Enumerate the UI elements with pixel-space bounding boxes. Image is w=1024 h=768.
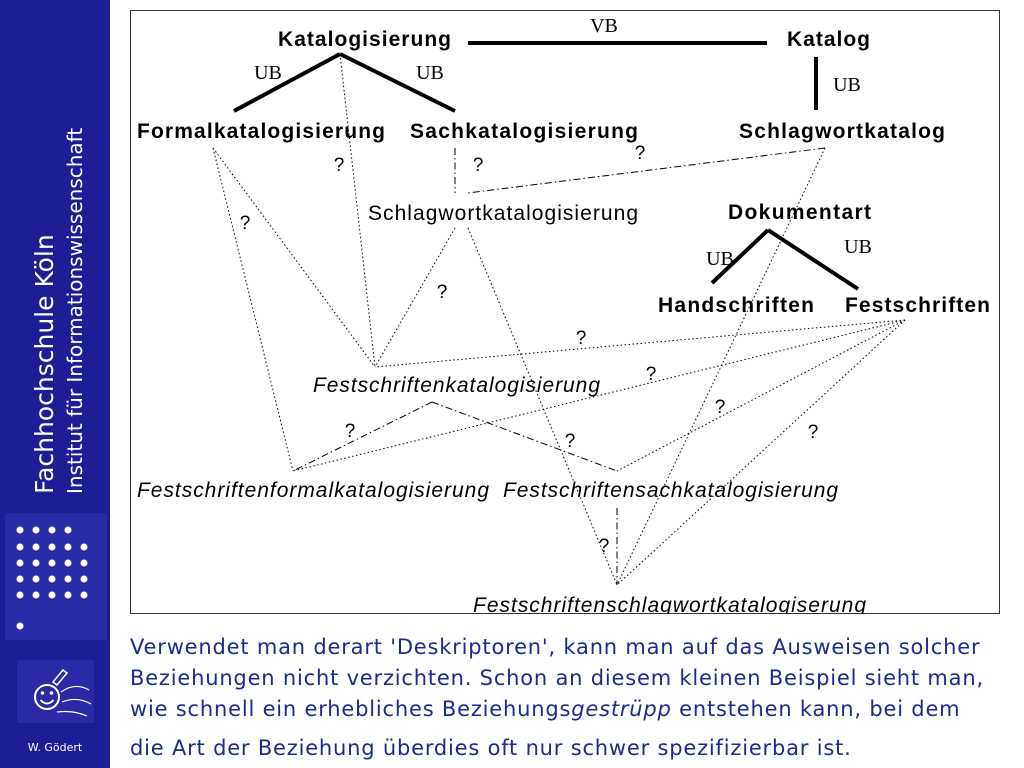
edge-unknown-formalkatalogisierung-festschriftenkatalogisierung — [212, 147, 376, 368]
node-festschriften: Festschriften — [845, 294, 990, 317]
relation-label-vb: VB — [590, 15, 618, 37]
caption-line: Beziehungen nicht verzichten. Schon an d… — [130, 666, 984, 690]
institute-name: Institut für Informationswissenschaft — [63, 127, 87, 494]
unknown-relation-mark: ? — [715, 397, 726, 418]
node-schlagwortkatalogisierung: Schlagwortkatalogisierung — [368, 202, 638, 225]
edge-unknown-schlagwortkatalog-schlagwortkatalogisierung — [467, 147, 826, 194]
diagram-canvas: Katalogisierung Katalog Formalkatalogisi… — [130, 10, 1000, 614]
unknown-relation-mark: ? — [345, 421, 356, 442]
relation-diagram: Katalogisierung Katalog Formalkatalogisi… — [130, 10, 1000, 614]
node-dokumentart: Dokumentart — [728, 201, 871, 224]
edge-unknown-festschriften-festschriftenkatalogisierung — [374, 319, 906, 368]
node-katalogisierung: Katalogisierung — [278, 28, 451, 51]
caption-text: wie schnell ein erhebliches Beziehungs — [130, 697, 572, 721]
caption-emphasis: gestrüpp — [571, 697, 672, 721]
edge-unknown-festschriften-festschriftenformalkatalogisierung — [292, 319, 906, 472]
edge-ub-dokumentart-festschriften — [766, 228, 860, 291]
edge-unknown-schlagwortkatalogisierung-festschriftenschlagwortkatalogisierung — [467, 227, 618, 586]
node-festschriftenformalkatalogisierung: Festschriftenformalkatalogisierung — [137, 479, 489, 502]
relation-label-ub: UB — [416, 62, 444, 84]
edge-unknown-schlagwortkatalogisierung-festschriftenkatalogisierung — [374, 227, 456, 368]
sidebar: Fachhochschule Köln Institut für Informa… — [0, 0, 110, 768]
node-handschriften: Handschriften — [658, 294, 814, 317]
relation-label-ub: UB — [833, 74, 861, 96]
node-formalkatalogisierung: Formalkatalogisierung — [137, 120, 385, 143]
node-festschriftensachkatalogisierung: Festschriftensachkatalogisierung — [503, 479, 838, 502]
edge-unknown-schlagwortkatalog-festschriftenschlagwortkatalogisierung — [616, 147, 826, 586]
edge-ub-dokumentart-handschriften — [710, 228, 770, 285]
logo-smiley-icon — [17, 660, 94, 723]
unknown-relation-mark: ? — [437, 282, 448, 303]
unknown-relation-mark: ? — [565, 431, 576, 452]
node-katalog: Katalog — [787, 28, 870, 51]
relation-label-ub: UB — [254, 62, 282, 84]
node-festschriftenschlagwortkatalogisierung: Festschriftenschlagwortkatalogiserung — [473, 594, 866, 614]
institution-name: Fachhochschule Köln — [30, 234, 59, 494]
edge-unknown-festschriftenkatalogisierung-festschriftensachkatalogisierung — [431, 401, 618, 472]
unknown-relation-mark: ? — [240, 213, 251, 234]
dot-grid-decoration — [5, 513, 107, 640]
edge-unknown-katalogisierung-festschriftenkatalogisierung — [339, 53, 376, 368]
node-schlagwortkatalog: Schlagwortkatalog — [739, 120, 945, 143]
caption-line: wie schnell ein erhebliches Beziehungsge… — [130, 694, 984, 725]
edge-unknown-festschriftenkatalogisierung-festschriftenformalkatalogisierung — [292, 401, 433, 472]
diagram-border — [130, 10, 1000, 614]
caption-line: Verwendet man derart 'Deskriptoren', kan… — [130, 635, 981, 659]
slide-caption: Verwendet man derart 'Deskriptoren', kan… — [130, 632, 984, 764]
edge-unknown-formalkatalogisierung-festschriftenformalkatalogisierung — [212, 147, 294, 472]
institution-titles: Fachhochschule Köln Institut für Informa… — [30, 94, 92, 494]
author-name: W. Gödert — [27, 741, 83, 754]
unknown-relation-mark: ? — [576, 328, 587, 349]
unknown-relation-mark: ? — [635, 143, 646, 164]
node-festschriftenkatalogisierung: Festschriftenkatalogisierung — [313, 374, 600, 397]
unknown-relation-mark: ? — [334, 155, 345, 176]
caption-text: entstehen kann, bei dem — [671, 697, 961, 721]
caption-line: die Art der Beziehung überdies oft nur s… — [130, 736, 852, 760]
edge-unknown-festschriften-festschriftenschlagwortkatalogisierung — [616, 319, 906, 586]
unknown-relation-mark: ? — [599, 536, 610, 557]
node-sachkatalogisierung: Sachkatalogisierung — [410, 120, 638, 143]
relation-label-ub: UB — [844, 236, 872, 258]
unknown-relation-mark: ? — [473, 155, 484, 176]
edge-ub-katalogisierung-formalkatalogisierung — [233, 52, 341, 113]
unknown-relation-mark: ? — [808, 422, 819, 443]
edge-ub-katalogisierung-sachkatalogisierung — [339, 52, 456, 113]
unknown-relation-mark: ? — [646, 364, 657, 385]
relation-label-ub: UB — [706, 248, 734, 270]
